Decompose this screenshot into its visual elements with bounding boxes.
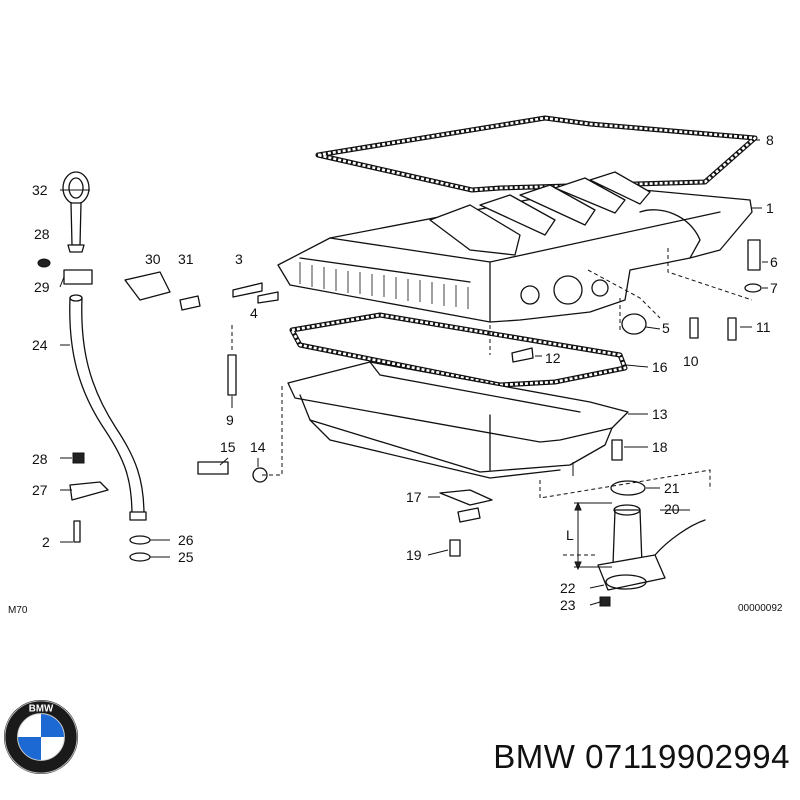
diagram-code: 00000092 — [738, 603, 783, 614]
tube-bracket-29 — [63, 269, 93, 285]
bmw-logo: BMW — [3, 699, 79, 775]
callout-19: 19 — [406, 547, 422, 563]
callout-labels: 8 1 6 7 11 10 5 12 16 13 18 21 20 22 23 … — [8, 132, 783, 616]
callout-20: 20 — [664, 501, 680, 517]
callout-14: 14 — [250, 439, 266, 455]
leader-lines — [59, 139, 768, 606]
callout-17: 17 — [406, 489, 422, 505]
callout-26: 26 — [178, 532, 194, 548]
callout-12: 12 — [545, 350, 561, 366]
callout-5: 5 — [662, 320, 670, 336]
callout-4: 4 — [250, 305, 258, 321]
callout-13: 13 — [652, 406, 668, 422]
callout-22: 22 — [560, 580, 576, 596]
callout-27: 27 — [32, 482, 48, 498]
oil-level-sensor — [597, 480, 706, 607]
dimension-marker — [574, 501, 612, 571]
callout-18: 18 — [652, 439, 668, 455]
lower-oil-pan — [287, 361, 629, 479]
bolt-31 — [179, 295, 201, 311]
callout-21: 21 — [664, 480, 680, 496]
dipstick-assembly — [37, 171, 201, 562]
callout-6: 6 — [770, 254, 778, 270]
part-number: 07119902994 — [585, 738, 790, 775]
part-number-caption: BMW 07119902994 — [493, 738, 790, 776]
callout-31: 31 — [178, 251, 194, 267]
callout-28: 28 — [34, 226, 50, 242]
callout-30: 30 — [145, 251, 161, 267]
callout-15: 15 — [220, 439, 236, 455]
callout-25: 25 — [178, 549, 194, 565]
upper-oil-pan — [277, 171, 753, 323]
callout-10: 10 — [683, 353, 699, 369]
callout-16: 16 — [652, 359, 668, 375]
callout-24: 24 — [32, 337, 48, 353]
callout-9: 9 — [226, 412, 234, 428]
fasteners — [197, 239, 762, 557]
callout-11: 11 — [756, 319, 771, 335]
exploded-parts-diagram: 8 1 6 7 11 10 5 12 16 13 18 21 20 22 23 … — [8, 115, 783, 616]
callout-8: 8 — [766, 132, 774, 148]
upper-gasket — [315, 115, 758, 193]
callout-28b: 28 — [32, 451, 48, 467]
model-code: M70 — [8, 605, 28, 616]
bracket-30 — [124, 271, 171, 301]
brand-name: BMW — [493, 738, 576, 775]
svg-text:BMW: BMW — [29, 704, 54, 715]
callout-7: 7 — [770, 280, 778, 296]
callout-2: 2 — [42, 534, 50, 550]
callout-23: 23 — [560, 597, 576, 613]
dimension-label: L — [566, 527, 574, 543]
callout-1: 1 — [766, 200, 774, 216]
lower-gasket — [289, 312, 628, 388]
dipstick-handle — [62, 171, 90, 205]
callout-32: 32 — [32, 182, 48, 198]
callout-3: 3 — [235, 251, 243, 267]
callout-29: 29 — [34, 279, 50, 295]
